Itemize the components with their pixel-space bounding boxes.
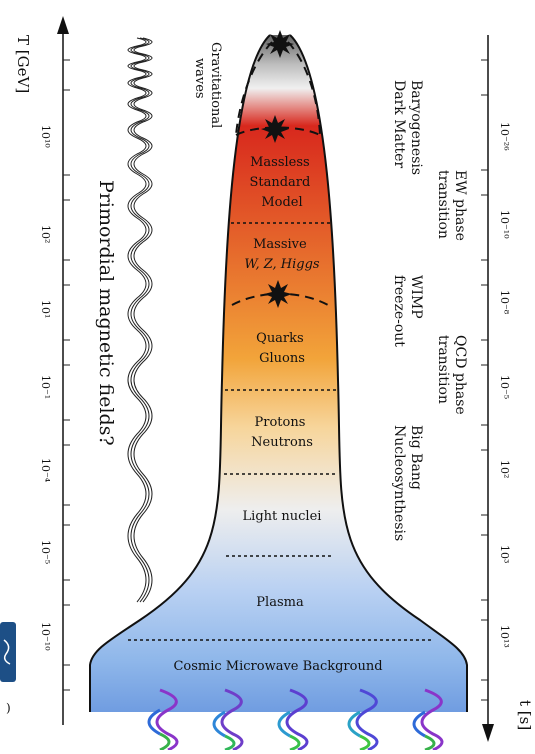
t-tick-0: 10¹⁰ bbox=[39, 125, 52, 148]
epoch-cmb: Cosmic Microwave Background bbox=[173, 659, 382, 674]
funnel-right-edge bbox=[289, 34, 468, 712]
partial-paren: ) bbox=[6, 701, 11, 715]
time-axis: t [s] 10⁻²⁶ 10⁻¹⁰ 10⁻⁸ 10⁻⁵ 10² 10³ 10¹³ bbox=[481, 35, 534, 742]
epoch-light-nuclei: Light nuclei bbox=[243, 509, 322, 524]
burst-baryogenesis-icon bbox=[261, 115, 289, 143]
temperature-axis-label: T [GeV] bbox=[14, 35, 32, 93]
burst-wimp-icon bbox=[264, 280, 292, 308]
event-labels: Baryogenesis Dark Matter EW phase transi… bbox=[391, 80, 468, 541]
gravitational-waves-label: Gravitational waves bbox=[192, 42, 223, 132]
s-tick-2: 10⁻⁸ bbox=[498, 290, 511, 315]
event-bursts bbox=[261, 30, 294, 308]
epoch-plasma: Plasma bbox=[256, 595, 304, 610]
epoch-protons: Protons Neutrons bbox=[251, 415, 313, 450]
event-ew: EW phase transition bbox=[435, 170, 468, 245]
burst-top-icon bbox=[266, 30, 294, 58]
temperature-minor-ticks bbox=[63, 59, 70, 691]
event-bbn: Big Bang Nucleosynthesis bbox=[391, 425, 424, 541]
t-tick-2: 10¹ bbox=[39, 300, 52, 318]
t-tick-5: 10⁻⁵ bbox=[39, 540, 52, 564]
top-dash-right bbox=[287, 41, 321, 136]
event-qcd: QCD phase transition bbox=[435, 335, 468, 419]
event-baryogenesis: Baryogenesis Dark Matter bbox=[391, 80, 424, 180]
t-tick-1: 10² bbox=[39, 225, 52, 243]
cmb-photon-waves bbox=[147, 688, 444, 752]
s-tick-4: 10² bbox=[498, 460, 511, 478]
t-tick-6: 10⁻¹⁰ bbox=[39, 622, 52, 651]
partial-logo: ) bbox=[0, 622, 16, 715]
time-axis-label: t [s] bbox=[516, 700, 534, 730]
gravitational-wave-curves bbox=[127, 37, 153, 603]
baryogenesis-boundary bbox=[235, 126, 321, 136]
s-tick-0: 10⁻²⁶ bbox=[498, 122, 511, 151]
epoch-labels: Massless Standard Model Massive W, Z, Hi… bbox=[173, 155, 382, 674]
event-wimp: WIMP freeze-out bbox=[391, 275, 424, 347]
s-tick-5: 10³ bbox=[498, 545, 511, 563]
epoch-massive: Massive W, Z, Higgs bbox=[244, 237, 320, 272]
epoch-massless: Massless Standard Model bbox=[249, 155, 314, 210]
temperature-axis-arrow-icon bbox=[57, 16, 69, 34]
time-axis-arrow-icon bbox=[482, 724, 494, 742]
s-tick-6: 10¹³ bbox=[498, 625, 511, 648]
t-tick-4: 10⁻⁴ bbox=[39, 458, 52, 483]
t-tick-3: 10⁻¹ bbox=[39, 375, 52, 399]
s-tick-3: 10⁻⁵ bbox=[498, 375, 511, 399]
temperature-axis: T [GeV] 10¹⁰ 10² 10¹ 10⁻¹ 10⁻⁴ 10⁻⁵ 10⁻¹… bbox=[14, 16, 70, 725]
epoch-quarks: Quarks Gluons bbox=[256, 331, 308, 366]
top-dash-left bbox=[235, 41, 273, 136]
magnetic-fields-label: Primordial magnetic fields? bbox=[95, 180, 117, 446]
time-minor-ticks bbox=[481, 59, 488, 701]
s-tick-1: 10⁻¹⁰ bbox=[498, 210, 511, 239]
